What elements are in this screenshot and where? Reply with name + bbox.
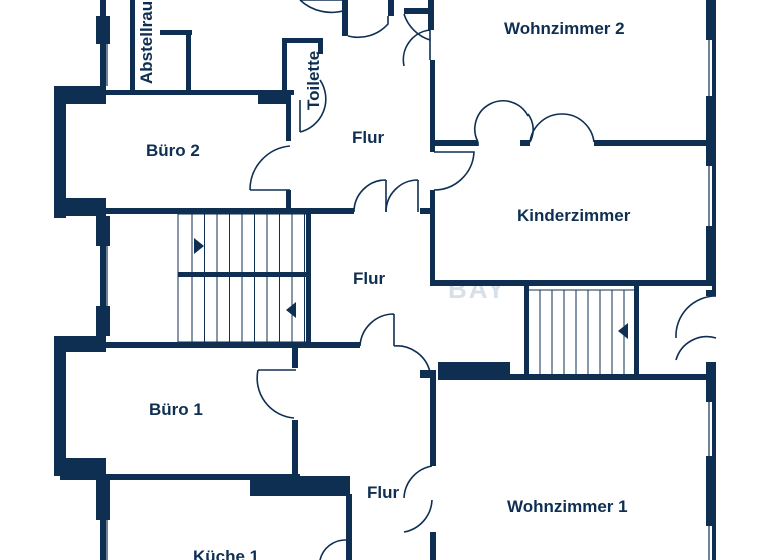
room-label-flur-lower: Flur bbox=[367, 483, 399, 502]
doors bbox=[249, 0, 717, 560]
room-label-buero-2: Büro 2 bbox=[146, 141, 200, 160]
arrow-left-icon bbox=[286, 302, 296, 318]
room-label-wohnzimmer-2: Wohnzimmer 2 bbox=[504, 19, 625, 38]
staircase-right bbox=[527, 289, 637, 377]
arrow-left-icon bbox=[618, 323, 628, 339]
room-label-kinderzimmer: Kinderzimmer bbox=[517, 206, 631, 225]
room-label-flur-upper: Flur bbox=[352, 128, 384, 147]
room-label-toilette: Toilette bbox=[304, 51, 323, 110]
windows bbox=[57, 40, 714, 560]
room-label-kueche-1: Küche 1 bbox=[193, 547, 259, 560]
room-label-buero-1: Büro 1 bbox=[149, 400, 203, 419]
staircase-left bbox=[177, 213, 309, 343]
watermark: BAY bbox=[448, 274, 507, 304]
arrow-right-icon bbox=[194, 238, 204, 254]
room-label-abstellraum: Abstellrau bbox=[137, 1, 156, 84]
room-label-flur-middle: Flur bbox=[353, 269, 385, 288]
room-label-wohnzimmer-1: Wohnzimmer 1 bbox=[507, 497, 628, 516]
